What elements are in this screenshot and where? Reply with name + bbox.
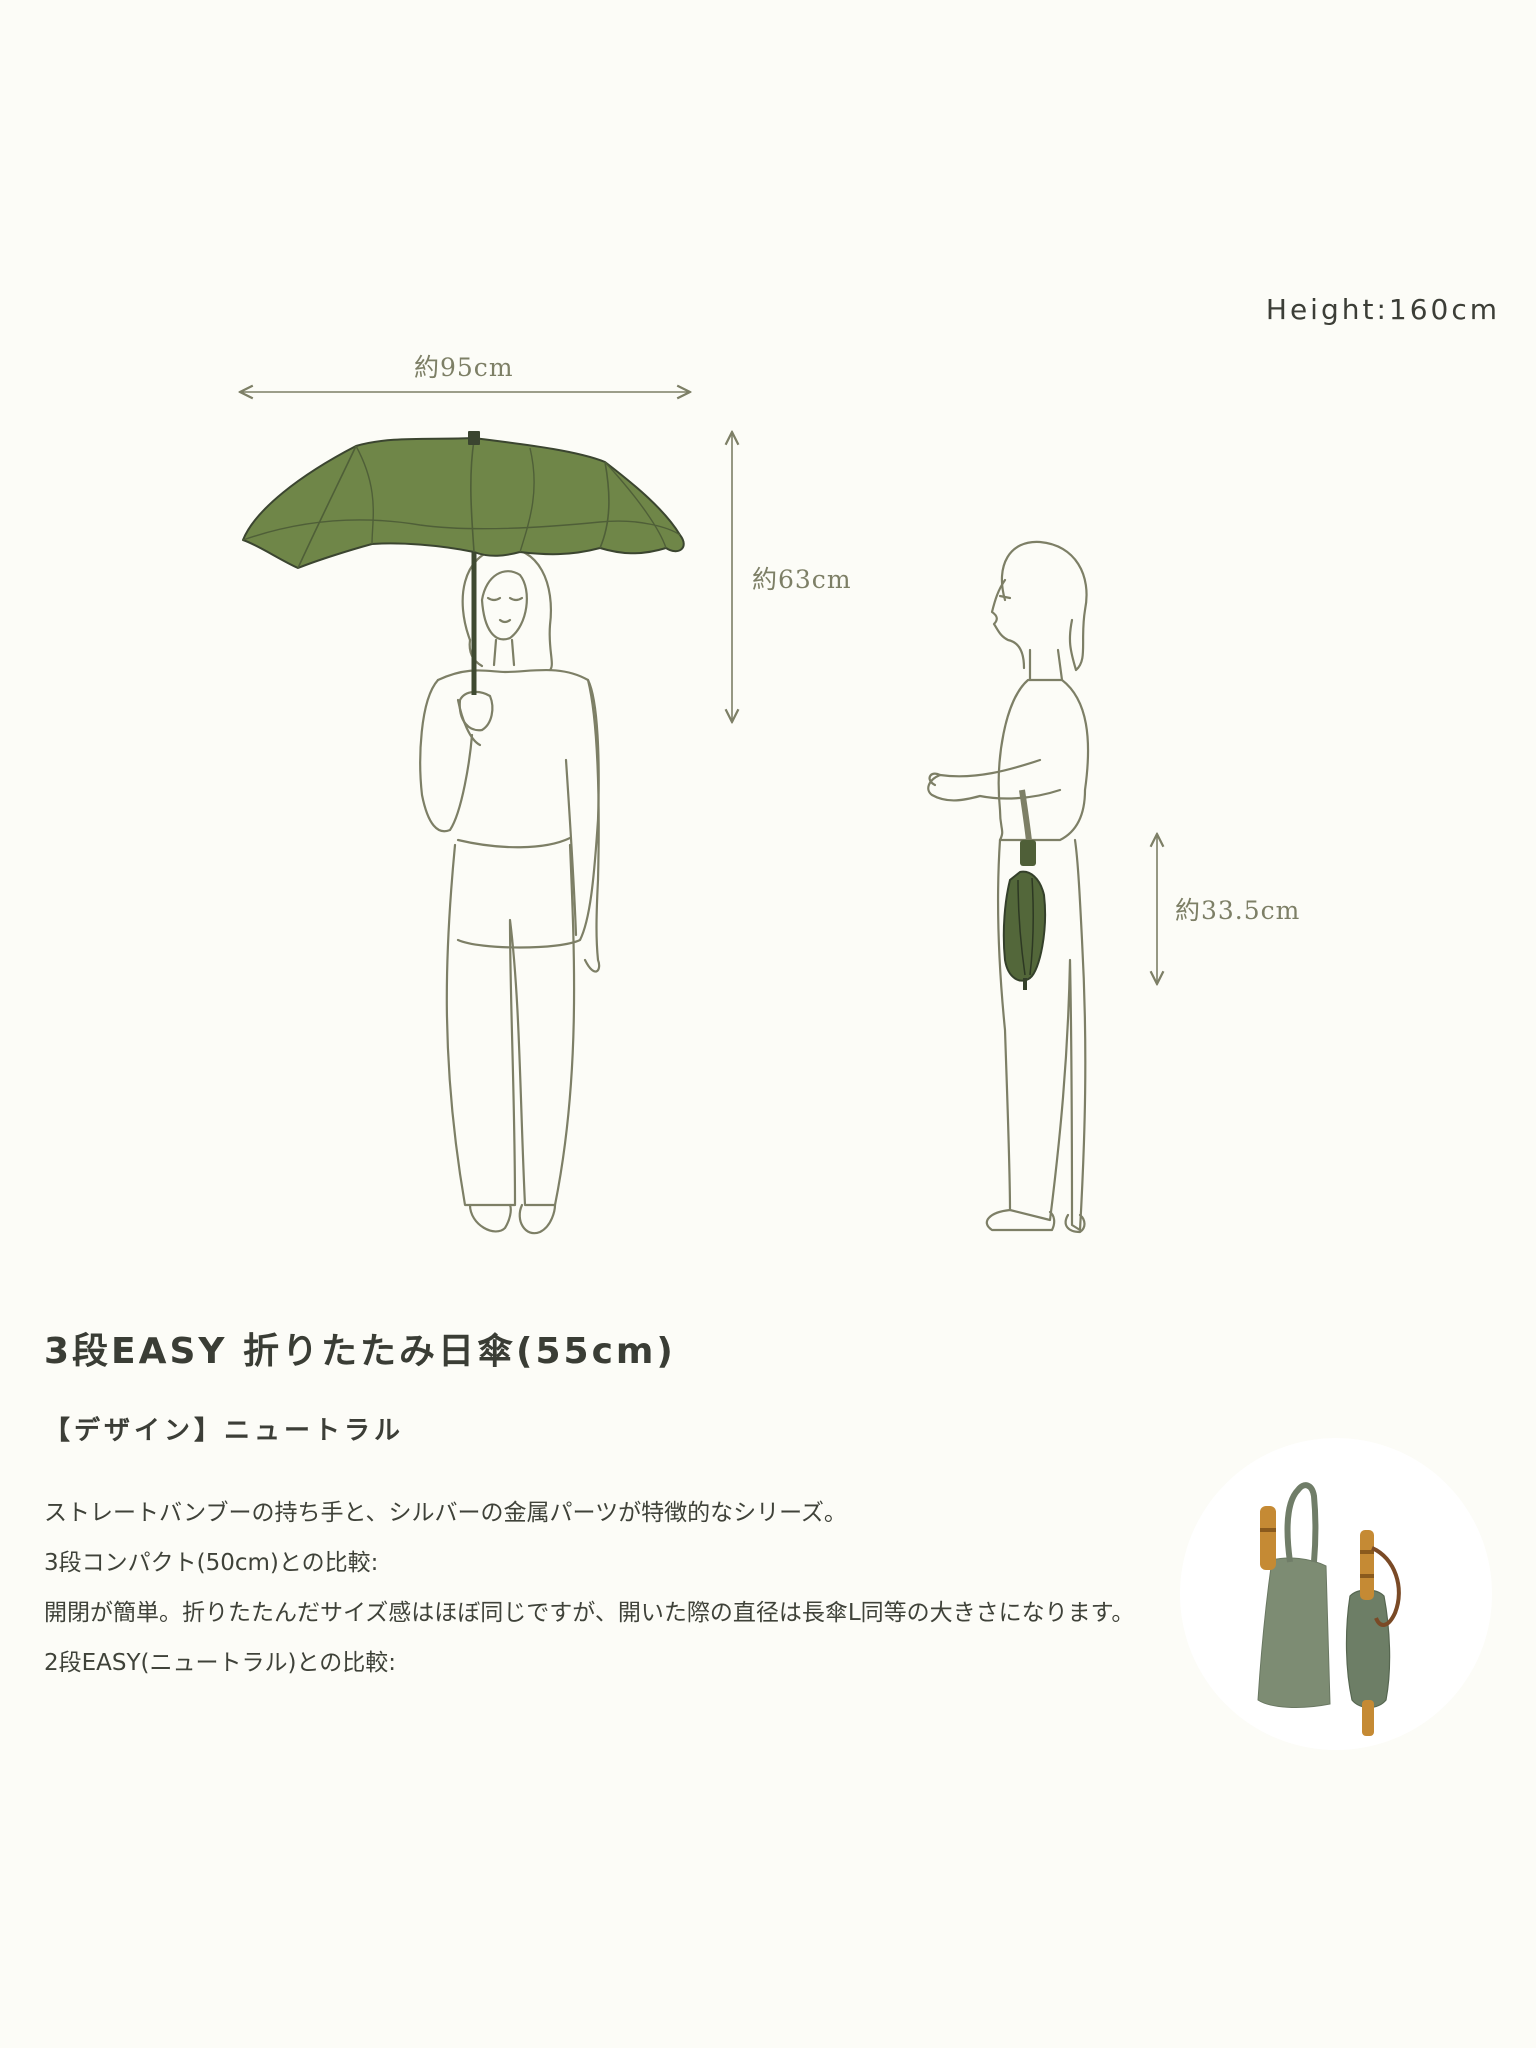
folded-length-label: 約33.5cm [1175,896,1301,925]
product-photo [1180,1438,1492,1750]
side-figure [927,540,1090,1234]
design-label: 【デザイン】ニュートラル [44,1416,405,1446]
open-width-label: 約95cm [414,353,514,382]
front-figure [419,546,601,1235]
open-height-label: 約63cm [752,565,852,594]
product-title: 3段EASY 折りたたみ日傘(55cm) [44,1331,676,1372]
size-illustration [0,0,1536,1235]
model-height-label: Height:160cm [1265,293,1500,326]
description-line: 2段EASY(ニュートラル)との比較: [44,1650,397,1676]
umbrella-canopy [242,431,685,569]
description-line: 開閉が簡単。折りたたんだサイズ感はほぼ同じですが、開いた際の直径は長傘L同等の大… [44,1600,1135,1626]
product-description: ストレートバンブーの持ち手と、シルバーの金属パーツが特徴的なシリーズ。 3段コン… [44,1488,1144,1688]
description-line: 3段コンパクト(50cm)との比較: [44,1550,379,1576]
description-line: ストレートバンブーの持ち手と、シルバーの金属パーツが特徴的なシリーズ。 [44,1500,847,1526]
folded-umbrella [1002,789,1047,990]
folded-umbrella-photo [1257,1482,1401,1736]
